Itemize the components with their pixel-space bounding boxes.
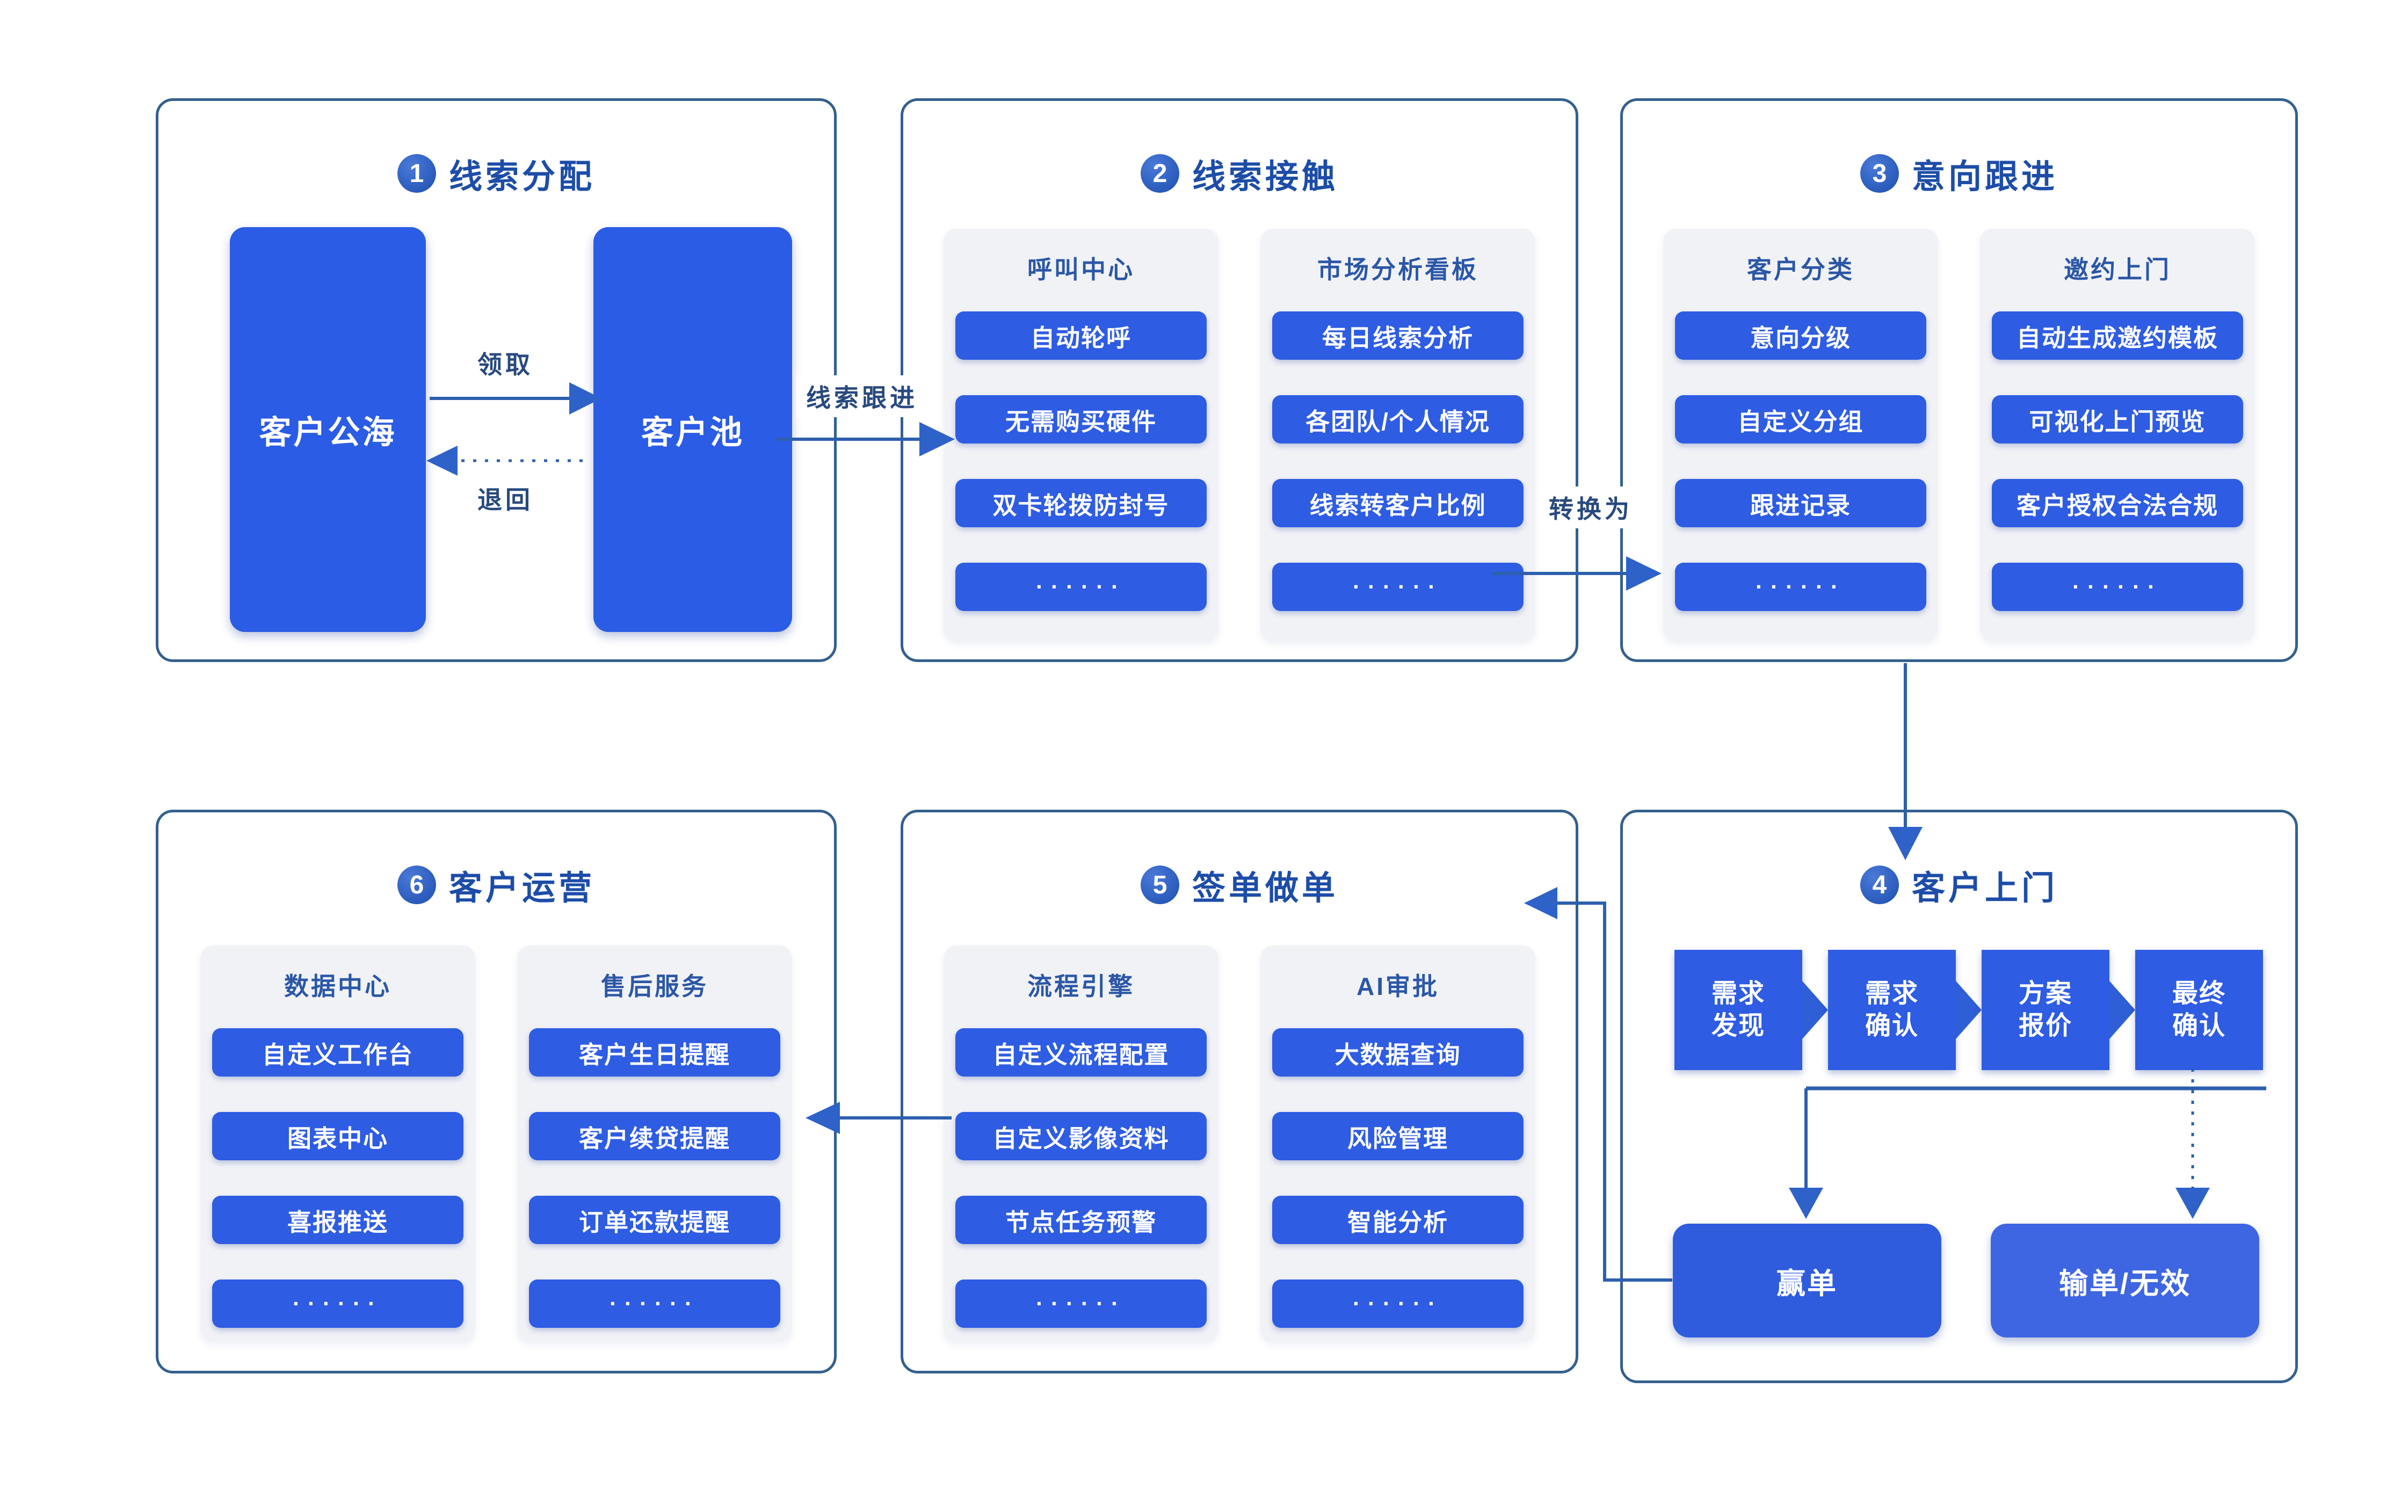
feature-item: 双卡轮拨防封号 xyxy=(955,479,1207,527)
step-arrow-icon xyxy=(2109,981,2135,1039)
panel-customer-operations: 6 客户运营 数据中心 自定义工作台 图表中心 喜报推送 ······ 售后服务… xyxy=(156,810,837,1373)
feature-item: 意向分级 xyxy=(1675,311,1926,360)
feature-item: 风险管理 xyxy=(1272,1112,1524,1160)
panel5-title-text: 签单做单 xyxy=(1192,870,1338,907)
more-dots: ······ xyxy=(1272,563,1524,611)
feature-item: 自定义流程配置 xyxy=(955,1028,1207,1077)
feature-item: 各团队/个人情况 xyxy=(1272,395,1524,444)
panel6-title: 6 客户运营 xyxy=(158,861,834,909)
step-3-badge-icon: 3 xyxy=(1860,154,1899,193)
market-analysis-column: 市场分析看板 每日线索分析 各团队/个人情况 线索转客户比例 ······ xyxy=(1260,229,1535,641)
feature-item: 可视化上门预览 xyxy=(1992,395,2243,444)
panel4-title-text: 客户上门 xyxy=(1911,870,2058,907)
step-arrow-icon xyxy=(1802,981,1828,1039)
feature-item: 喜报推送 xyxy=(212,1196,463,1244)
panel3-title: 3 意向跟进 xyxy=(1623,149,2295,198)
customer-pool-box: 客户池 xyxy=(593,227,792,632)
more-dots: ······ xyxy=(212,1280,463,1328)
panel2-title: 2 线索接触 xyxy=(903,149,1576,198)
call-center-column: 呼叫中心 自动轮呼 无需购买硬件 双卡轮拨防封号 ······ xyxy=(944,229,1218,641)
data-center-column: 数据中心 自定义工作台 图表中心 喜报推送 ······ xyxy=(200,946,475,1342)
column-header: 流程引擎 xyxy=(1027,972,1135,1000)
step-2-badge-icon: 2 xyxy=(1140,154,1179,193)
lose-order-box: 输单/无效 xyxy=(1991,1224,2259,1337)
claim-arrow-label: 领取 xyxy=(477,351,533,379)
feature-item: 无需购买硬件 xyxy=(955,395,1207,444)
step-plan-quote: 方案 报价 xyxy=(1982,950,2109,1070)
column-header: 客户分类 xyxy=(1747,256,1854,284)
column-header: 呼叫中心 xyxy=(1027,256,1135,284)
convert-arrow-label: 转换为 xyxy=(1539,486,1642,528)
panel4-title: 4 客户上门 xyxy=(1623,861,2295,909)
feature-item: 订单还款提醒 xyxy=(529,1196,780,1244)
panel-sign-order: 5 签单做单 流程引擎 自定义流程配置 自定义影像资料 节点任务预警 ·····… xyxy=(901,810,1578,1373)
column-header: 市场分析看板 xyxy=(1317,256,1478,284)
customer-classification-column: 客户分类 意向分级 自定义分组 跟进记录 ······ xyxy=(1663,229,1938,641)
panel6-title-text: 客户运营 xyxy=(448,870,595,907)
feature-item: 跟进记录 xyxy=(1675,479,1926,527)
feature-item: 节点任务预警 xyxy=(955,1196,1207,1244)
more-dots: ······ xyxy=(1272,1280,1524,1328)
more-dots: ······ xyxy=(1675,563,1926,611)
return-arrow-label: 退回 xyxy=(477,486,533,514)
ai-approval-column: AI审批 大数据查询 风险管理 智能分析 ······ xyxy=(1260,946,1535,1342)
after-sales-column: 售后服务 客户生日提醒 客户续贷提醒 订单还款提醒 ······ xyxy=(517,946,792,1342)
step-arrow-icon xyxy=(1956,981,1982,1039)
feature-item: 智能分析 xyxy=(1272,1196,1524,1244)
panel1-title: 1 线索分配 xyxy=(158,149,834,198)
feature-item: 每日线索分析 xyxy=(1272,311,1524,360)
panel-lead-contact: 2 线索接触 呼叫中心 自动轮呼 无需购买硬件 双卡轮拨防封号 ······ 市… xyxy=(901,98,1578,662)
step-demand-confirm: 需求 确认 xyxy=(1828,950,1956,1070)
more-dots: ······ xyxy=(955,1280,1207,1328)
feature-item: 图表中心 xyxy=(212,1112,463,1160)
win-order-box: 赢单 xyxy=(1673,1224,1941,1337)
panel-intention-followup: 3 意向跟进 客户分类 意向分级 自定义分组 跟进记录 ······ 邀约上门 … xyxy=(1620,98,2298,662)
feature-item: 线索转客户比例 xyxy=(1272,479,1524,527)
more-dots: ······ xyxy=(1992,563,2243,611)
column-header: 售后服务 xyxy=(601,972,708,1000)
more-dots: ······ xyxy=(529,1280,780,1328)
step-final-confirm: 最终 确认 xyxy=(2135,950,2263,1070)
panel1-title-text: 线索分配 xyxy=(448,158,595,195)
panel-customer-visit: 4 客户上门 需求 发现 需求 确认 方案 报价 最终 确认 赢单 输单/无效 xyxy=(1620,810,2298,1383)
invite-visit-column: 邀约上门 自动生成邀约模板 可视化上门预览 客户授权合法合规 ······ xyxy=(1980,229,2255,641)
step-5-badge-icon: 5 xyxy=(1140,866,1179,904)
more-dots: ······ xyxy=(955,563,1207,611)
column-header: 数据中心 xyxy=(284,972,391,1000)
customer-public-sea-box: 客户公海 xyxy=(230,227,426,632)
panel-lead-distribution: 1 线索分配 客户公海 客户池 xyxy=(156,98,837,662)
step-1-badge-icon: 1 xyxy=(397,154,436,193)
step-demand-discovery: 需求 发现 xyxy=(1674,950,1802,1070)
panel2-title-text: 线索接触 xyxy=(1192,158,1338,195)
feature-item: 客户生日提醒 xyxy=(529,1028,780,1077)
process-engine-column: 流程引擎 自定义流程配置 自定义影像资料 节点任务预警 ······ xyxy=(944,946,1218,1342)
visit-steps: 需求 发现 需求 确认 方案 报价 最终 确认 xyxy=(1674,950,2263,1070)
feature-item: 客户授权合法合规 xyxy=(1992,479,2243,527)
feature-item: 自动轮呼 xyxy=(955,311,1207,360)
column-header: AI审批 xyxy=(1357,972,1439,1000)
feature-item: 自动生成邀约模板 xyxy=(1992,311,2243,360)
panel5-title: 5 签单做单 xyxy=(903,861,1576,909)
panel3-title-text: 意向跟进 xyxy=(1911,158,2058,195)
step-4-badge-icon: 4 xyxy=(1860,866,1899,904)
lead-follow-arrow-label: 线索跟进 xyxy=(796,375,927,417)
step-6-badge-icon: 6 xyxy=(397,866,436,904)
column-header: 邀约上门 xyxy=(2064,256,2171,284)
feature-item: 客户续贷提醒 xyxy=(529,1112,780,1160)
feature-item: 自定义工作台 xyxy=(212,1028,463,1077)
feature-item: 大数据查询 xyxy=(1272,1028,1524,1077)
feature-item: 自定义分组 xyxy=(1675,395,1926,444)
feature-item: 自定义影像资料 xyxy=(955,1112,1207,1160)
